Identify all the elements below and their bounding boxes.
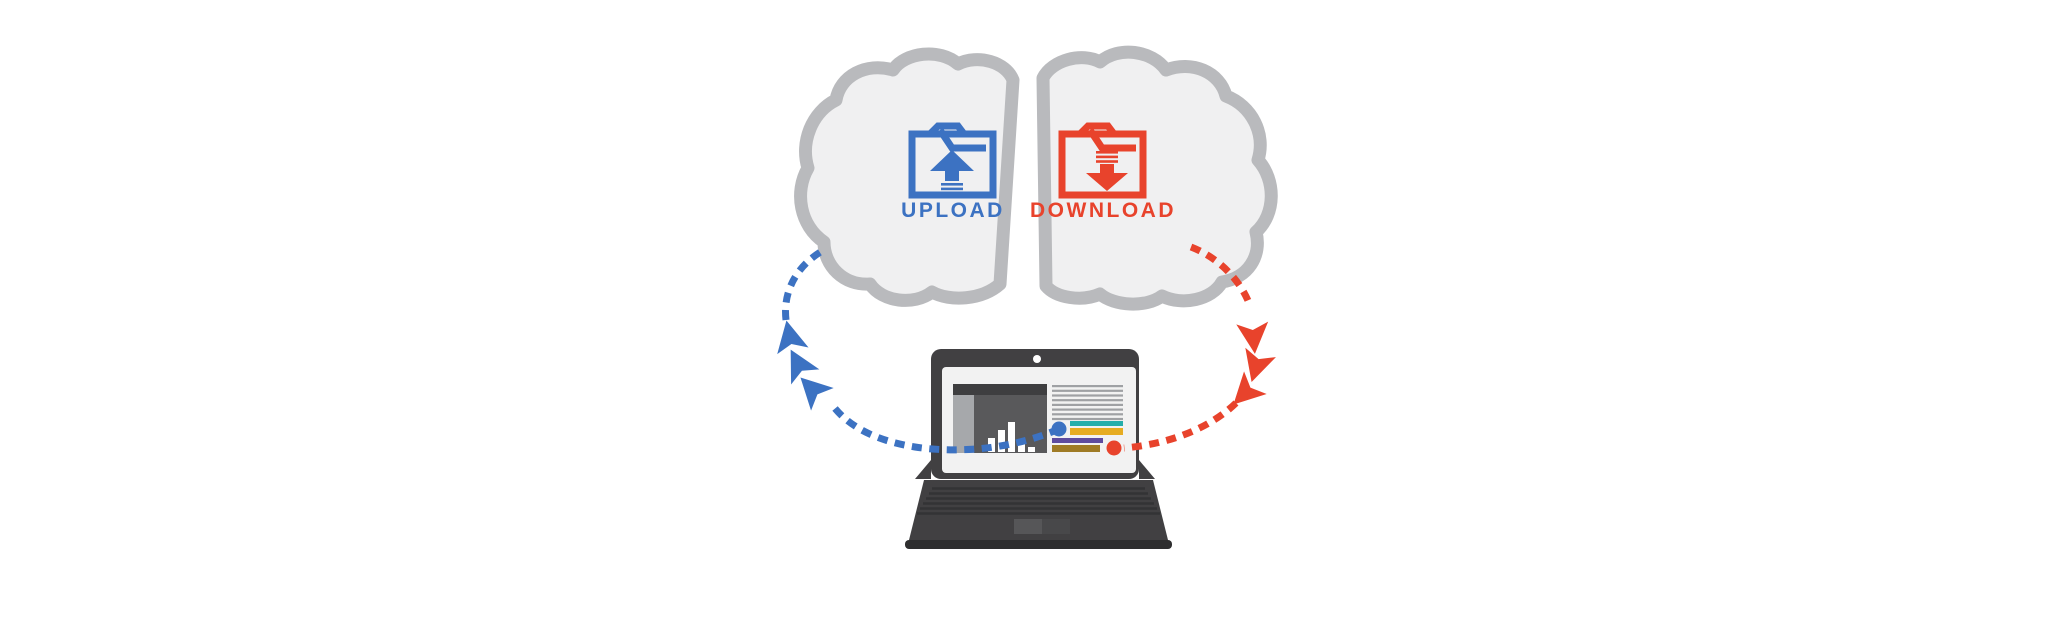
upload-dotted-segment-upper	[782, 248, 824, 321]
download-folder-icon	[1058, 122, 1147, 199]
screen-text-lines	[1052, 385, 1123, 421]
laptop-hinge-right	[1139, 460, 1155, 479]
download-arrow-path	[1106, 243, 1276, 456]
laptop	[905, 349, 1172, 549]
upload-arrowhead-icon	[800, 377, 834, 411]
upload-folder-tab	[927, 122, 967, 137]
download-dotted-segment-lower	[1123, 400, 1239, 452]
upload-dotted-segment-lower	[830, 403, 1061, 454]
webcam-dot	[1033, 355, 1041, 363]
chart-bar	[988, 438, 995, 452]
download-arrowhead-icon	[1236, 321, 1269, 354]
download-endpoint-dot	[1106, 440, 1122, 456]
cloud-left-hemisphere	[794, 47, 1020, 307]
download-dotted-segment-upper	[1189, 243, 1253, 305]
chart-panel-sidebar	[953, 395, 974, 453]
laptop-bottom-strip	[905, 540, 1172, 549]
upload-arrowhead-icon	[777, 320, 809, 355]
download-arrowhead-icon	[1233, 371, 1267, 405]
upload-arrowhead-icon	[790, 349, 820, 385]
chart-bar	[1028, 447, 1035, 452]
download-label: DOWNLOAD	[1030, 199, 1176, 222]
upload-arrow-path	[777, 248, 1067, 454]
download-arrow-glyph	[1086, 151, 1128, 191]
download-folder-outline	[1058, 130, 1147, 199]
laptop-base	[909, 480, 1168, 540]
chart-bar	[1018, 440, 1025, 452]
upload-folder-icon	[908, 122, 997, 199]
highlight-bar-purple	[1052, 438, 1103, 443]
chart-bar	[1008, 422, 1015, 452]
upload-endpoint-dot	[1051, 421, 1067, 437]
mini-bar-chart	[988, 422, 1035, 452]
upload-folder-outline	[908, 130, 997, 199]
chart-bar	[998, 430, 1005, 452]
chart-panel-header	[953, 384, 1047, 395]
highlight-bar-olive	[1052, 445, 1100, 452]
cloud-brain	[794, 45, 1278, 311]
highlight-bar-yellow	[1070, 428, 1123, 435]
upload-label: UPLOAD	[901, 199, 1005, 222]
highlight-bar-teal	[1070, 421, 1123, 426]
upload-arrow-glyph	[930, 150, 974, 195]
download-folder-tab	[1077, 122, 1117, 137]
cloud-right-hemisphere	[1036, 45, 1278, 311]
laptop-hinge-left	[915, 460, 931, 479]
screen-highlight-bars	[1052, 421, 1123, 452]
trackpad	[1014, 519, 1070, 534]
keyboard-lines	[917, 487, 1160, 515]
download-arrowhead-icon	[1245, 347, 1276, 383]
screen-chart-panel	[953, 384, 1047, 453]
download-folder-flap	[1087, 128, 1136, 152]
upload-folder-flap	[937, 128, 986, 152]
